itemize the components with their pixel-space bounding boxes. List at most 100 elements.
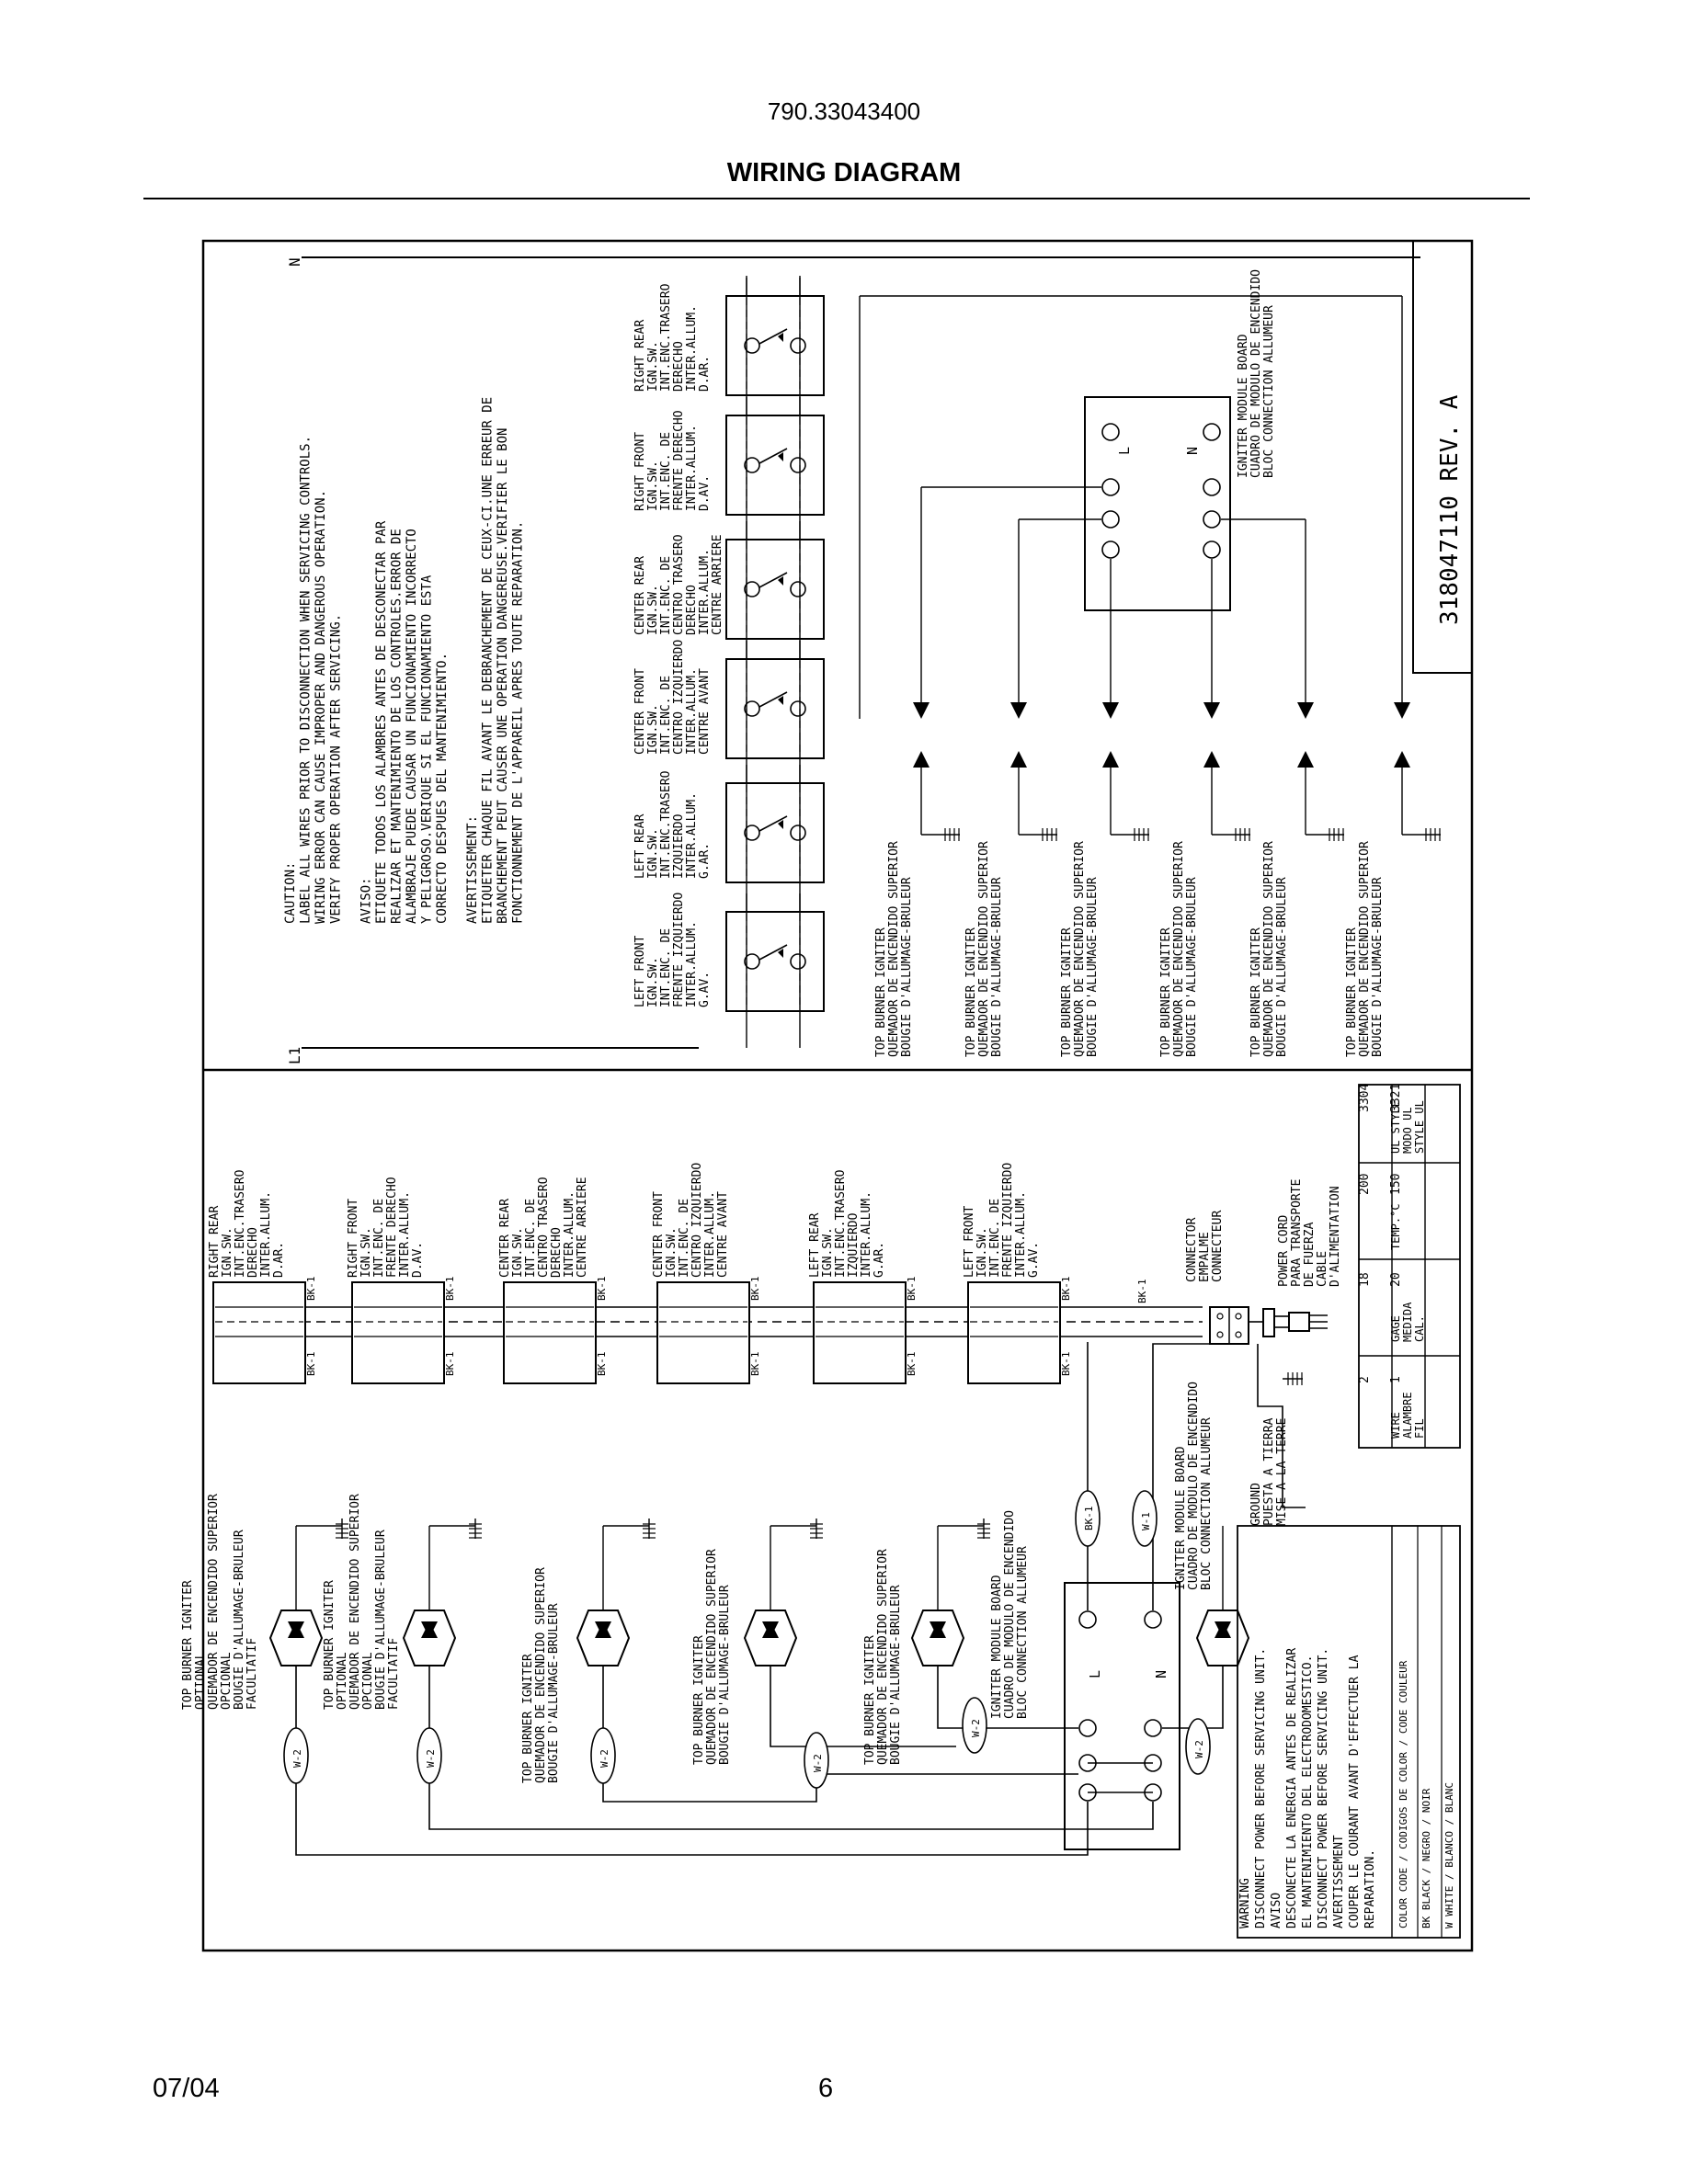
wire-tag-label: BK-1 (1083, 1507, 1095, 1531)
wire-tag-ellipse (590, 1727, 616, 1784)
igniter-label-line: BOUGIE D'ALLUMAGE-BRULEUR (374, 1530, 388, 1710)
igniter-label-line: BOUGIE D'ALLUMAGE-BRULEUR (547, 1603, 561, 1783)
wire (1152, 1343, 1210, 1610)
igniter-label-line: QUEMADOR DE ENCENDIDO SUPERIOR (1358, 841, 1372, 1057)
wire-tag: W-2 (962, 1697, 987, 1754)
caution-line: REALIZAR ET MANTENIMIENTO DE LOS CONTROL… (390, 529, 405, 924)
igniter-label-line: TOP BURNER IGNITER (521, 1654, 535, 1783)
igniter-arrow-up (1297, 751, 1314, 768)
ground-symbol (336, 1519, 348, 1539)
switch-label-line: CENTRE AVANT (716, 1191, 730, 1278)
igniter-arrow-down (1102, 702, 1119, 719)
switch-label-line: INTER.ALLUM. (685, 425, 699, 511)
igniter-label-line: TOP BURNER IGNITER (1159, 927, 1173, 1057)
caution-line: BRANCHEMENT PEUT CAUSER UNE OPERATION DA… (496, 428, 510, 924)
wire-table-header: FIL (1413, 1418, 1426, 1439)
switch-label-line: IGN.SW. (646, 461, 660, 511)
switch-label-line: IGN.SW. (221, 1227, 234, 1278)
igniter-label-line: CUADRO DE MODULO DE ENCENDIDO (1187, 1382, 1201, 1590)
wire (1257, 1344, 1306, 1508)
switch-contact (790, 825, 806, 841)
wire-table-cell: 1 (1389, 1376, 1403, 1383)
top-module-terminal-n: N (1184, 447, 1201, 455)
igniter-arrow (762, 1621, 779, 1638)
switch-label-line: DERECHO (672, 341, 686, 392)
ground-symbol (643, 1519, 656, 1539)
switch-label-line: INTER.ALLUM. (685, 792, 699, 879)
caution-line: WIRING ERROR CAN CAUSE IMPROPER AND DANG… (314, 490, 328, 924)
switch-label-line: D.AR. (272, 1242, 286, 1278)
wire-tag: W-1 (1132, 1490, 1158, 1547)
connector-label-line: CONNECTEUR (1211, 1211, 1225, 1282)
bottom-module-terminal-l: L (1087, 1670, 1103, 1678)
igniter-label-line: QUEMADOR DE ENCENDIDO SUPERIOR (534, 1567, 548, 1783)
igniter-label-line: TOP BURNER IGNITER (1345, 927, 1359, 1057)
wire-tag-ellipse (283, 1727, 309, 1784)
switch-tab (778, 696, 783, 705)
module-label-line: BLOC CONNECTION ALLUMEUR (1262, 305, 1276, 478)
switch-box (503, 1281, 597, 1384)
switch-tab (778, 820, 783, 829)
wire-tag: W-2 (416, 1727, 442, 1784)
wire (758, 691, 788, 708)
connector-label-line: EMPALME (1198, 1232, 1212, 1282)
wire (602, 1666, 1078, 1803)
bk-wire-label: BK-1 (596, 1277, 608, 1302)
cord-label-line: DE FUERZA (1303, 1222, 1317, 1287)
wire (770, 1666, 956, 1747)
wire-table-header: MEDIDA (1401, 1302, 1414, 1342)
switch-label-line: D.AR. (698, 356, 712, 392)
switch-label-line: LEFT FRONT (633, 936, 647, 1007)
cord-label-line: CABLE (1316, 1251, 1329, 1287)
igniter-arrow-down (1203, 702, 1220, 719)
bottom-module-terminal-n: N (1153, 1670, 1169, 1678)
switch-label-line: CENTRO IZQUIERDO (690, 1163, 704, 1278)
switch-box (725, 415, 825, 516)
switch-tab (778, 452, 783, 461)
ground-symbol (1230, 828, 1250, 841)
switch-contact (744, 700, 760, 717)
revision-box (1412, 240, 1473, 674)
line-l1-label: L1 (286, 1047, 303, 1064)
switch-label-line: G.AR. (698, 843, 712, 879)
caution-line: FONCTIONNEMENT DE L'APPAREIL APRES TOUTE… (511, 521, 526, 924)
switch-label-line: INT.ENC. DE (524, 1199, 538, 1278)
igniter-label-line: BOUGIE D'ALLUMAGE-BRULEUR (889, 1585, 903, 1765)
bk-wire-label: BK-1 (749, 1277, 761, 1302)
caution-line: AVERTISSEMENT: (465, 815, 480, 924)
switch-label-line: RIGHT FRONT (633, 432, 647, 511)
switch-box (656, 1281, 750, 1384)
color-code-line: COLOR CODE / CODIGOS DE COLOR / CODE COU… (1397, 1660, 1409, 1928)
switch-contact (790, 457, 806, 473)
wire-tag-ellipse (1132, 1490, 1158, 1547)
wire-tag: W-2 (1185, 1718, 1211, 1775)
switch-label-line: INT.ENC.TRASERO (234, 1169, 247, 1278)
ground-symbol (810, 1519, 823, 1539)
caution-line: CORRECTO DESPUES DEL MANTENIMIENTO. (435, 653, 450, 924)
connector (1209, 1306, 1249, 1345)
caution-line: Y PELIGROSO.VERIQUE SI EL FUNCIONAMIENTO… (420, 574, 435, 924)
igniter-label-line: QUEMADOR DE ENCENDIDO SUPERIOR (207, 1494, 221, 1710)
switch-label-line: IGN.SW. (511, 1227, 525, 1278)
switch-label-line: IZQUIERDO (847, 1212, 861, 1278)
igniter-body (268, 1610, 324, 1666)
switch-label-line: INTER.ALLUM. (703, 1191, 717, 1278)
igniter-label-line: BOUGIE D'ALLUMAGE-BRULEUR (1086, 877, 1100, 1057)
ground-symbol (1129, 828, 1149, 841)
wire-tag-ellipse (962, 1697, 987, 1754)
switch-contact (790, 337, 806, 354)
switch-box (725, 295, 825, 396)
